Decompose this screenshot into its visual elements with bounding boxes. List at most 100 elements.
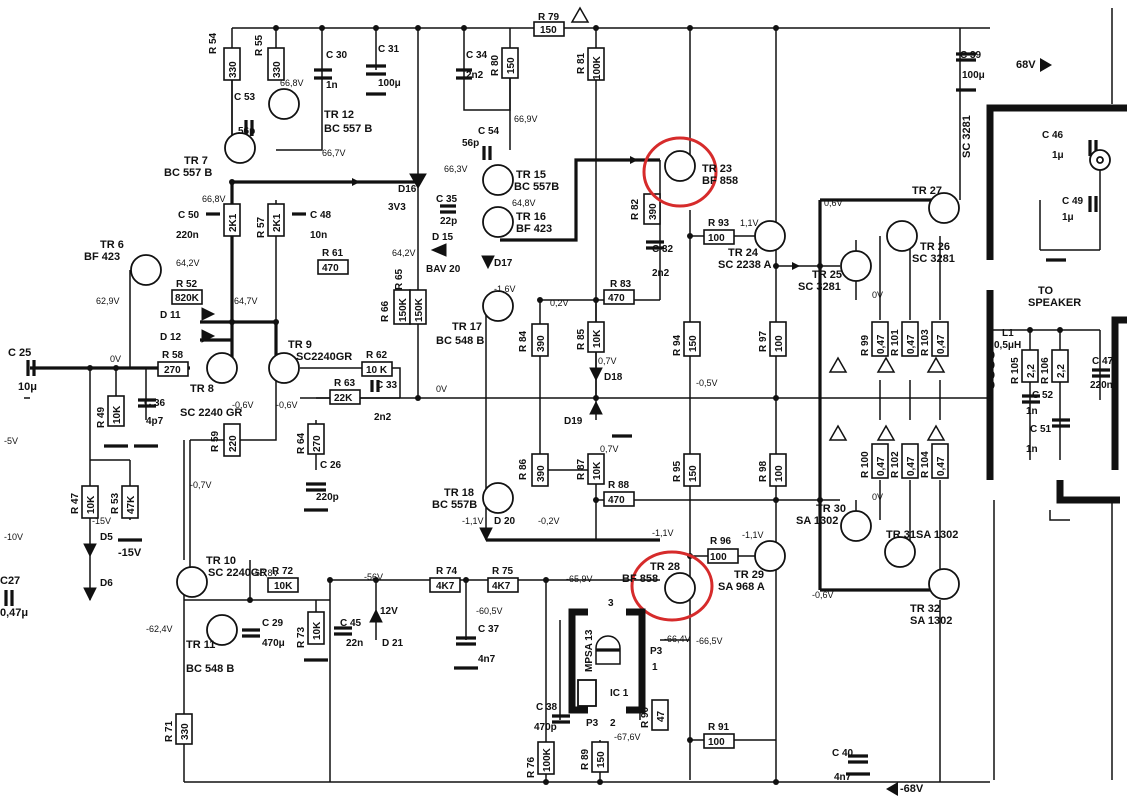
r-ref: R 101	[890, 329, 901, 356]
tr-ref: TR 6	[100, 239, 124, 251]
transistor-tr29	[754, 540, 786, 572]
r-val: 2K1	[228, 213, 239, 232]
c-ref: C 32	[652, 244, 674, 255]
r-val: 470	[322, 263, 339, 274]
d-ref: D 11	[160, 310, 181, 321]
c-ref: C 54	[478, 126, 500, 137]
transistor-tr9	[268, 352, 300, 384]
r-val: 10K	[112, 405, 123, 424]
tr-ref: TR 29	[734, 569, 764, 581]
capacitor-labels: C 30 1n C 31 100μ C 34 2n2 C 53 56p C 54…	[144, 44, 1114, 783]
tr-ref: TR 17	[452, 321, 482, 333]
voltage: -1,1V	[742, 530, 764, 540]
r-val: 270	[164, 365, 181, 376]
d-val: 12V	[380, 606, 398, 617]
c-ref: C 45	[340, 618, 362, 629]
ground-symbols	[104, 88, 1066, 776]
d-ref: D19	[564, 416, 583, 427]
c-ref: C 46	[1042, 130, 1064, 141]
capacitor-c51	[1088, 196, 1098, 212]
voltage: 66,9V	[514, 114, 538, 124]
voltage: 66,3V	[444, 164, 468, 174]
d-val: 3V3	[388, 202, 406, 213]
r-val: 4K7	[492, 581, 511, 592]
transistor-tr15	[482, 164, 514, 196]
r-val: 150	[596, 751, 607, 768]
c-val: 22n	[346, 638, 363, 649]
capacitors	[4, 52, 1110, 764]
voltage: -15V	[92, 516, 111, 526]
tr-ref: TR 9	[288, 339, 312, 351]
transistor-tr12	[268, 88, 300, 120]
resistor-r105	[1021, 349, 1039, 383]
r-val: 10K	[592, 329, 603, 348]
resistor-r58	[157, 361, 189, 377]
resistor-r55	[267, 47, 285, 81]
voltage: -67,6V	[614, 732, 641, 742]
tr-type: SC 3281	[798, 281, 841, 293]
diode-d18	[589, 367, 603, 382]
tr-ref: TR 25	[812, 269, 842, 281]
diode-d17	[481, 255, 495, 270]
tr-ref: TR 28	[650, 561, 680, 573]
diode-d12	[201, 329, 216, 343]
resistor-r74	[429, 577, 461, 593]
transistor-tr31	[884, 536, 916, 568]
c-ref: C 40	[832, 748, 854, 759]
r-ref: R 73	[296, 626, 307, 648]
output-label-1: TO	[1038, 285, 1054, 297]
voltage: 64,2V	[176, 258, 200, 268]
r-ref: R 93	[708, 218, 730, 229]
warning-icon	[876, 356, 896, 373]
r-ref: R 97	[758, 330, 769, 352]
voltage: 0,6V	[824, 198, 843, 208]
tr-type: SC 3281	[912, 253, 955, 265]
capacitor-c54	[482, 146, 492, 160]
ic-pin: P3	[586, 718, 599, 729]
voltage: 0V	[110, 354, 121, 364]
diode-d6	[83, 587, 97, 602]
d-ref: D 15	[432, 232, 454, 243]
highlight-tr28	[630, 550, 714, 622]
tr-type: SA 1302	[796, 515, 838, 527]
resistor-r64	[307, 423, 325, 455]
r-ref: R 66	[380, 300, 391, 322]
r-val: 100K	[592, 55, 603, 80]
voltage: 66,7V	[322, 148, 346, 158]
r-val: 10 K	[366, 365, 388, 376]
capacitor-c34	[456, 68, 472, 80]
c-ref: C 35	[436, 194, 458, 205]
d-val: BAV 20	[426, 264, 461, 275]
transistor-tr26	[886, 220, 918, 252]
voltage: -0,6V	[232, 400, 254, 410]
voltage: -62,4V	[146, 624, 173, 634]
ic-ref: IC 1	[610, 688, 629, 699]
r-ref: R 106	[1040, 357, 1051, 384]
inductor-val: 0,5μH	[994, 340, 1021, 351]
transistor-tr18	[482, 482, 514, 514]
r-val: 100	[774, 335, 785, 352]
resistor-r100	[871, 443, 889, 479]
ic-pin: P3	[650, 646, 663, 657]
c-val: 470μ	[262, 638, 285, 649]
resistor-r95	[683, 453, 701, 487]
tr-type: BC 557 B	[164, 167, 212, 179]
diodes	[83, 173, 603, 623]
d-ref: D16	[398, 184, 417, 195]
r-ref: R 80	[490, 54, 501, 76]
r-ref: R 96	[710, 536, 732, 547]
r-val: 150	[540, 25, 557, 36]
r-val: 0,47	[936, 456, 947, 476]
c-val: 1n	[1026, 406, 1038, 417]
c-val: 1n	[1026, 444, 1038, 455]
r-val: 10K	[274, 581, 293, 592]
transistor-tr11	[206, 614, 238, 646]
resistor-r71	[175, 713, 193, 745]
warning-icon	[828, 356, 848, 373]
tr-type: SC 2238 A	[718, 259, 771, 271]
c-val: 220n	[176, 230, 199, 241]
resistor-r102	[901, 443, 919, 479]
ic-pin: 1	[652, 662, 658, 673]
c-ref: C 48	[310, 210, 332, 221]
r-val: 100	[708, 233, 725, 244]
